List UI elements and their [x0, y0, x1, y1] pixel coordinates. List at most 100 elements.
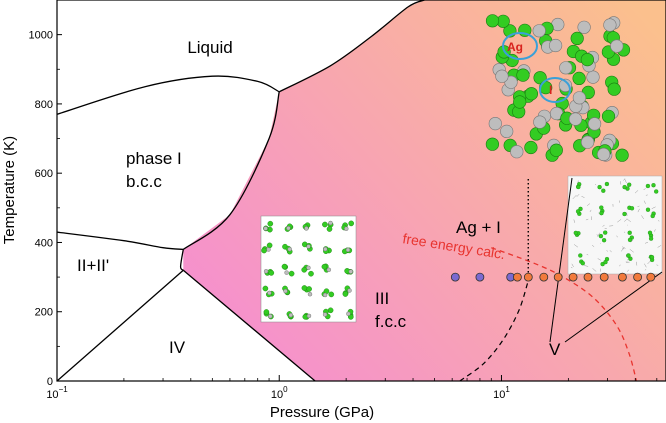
y-axis-label: Temperature (K)	[1, 136, 18, 244]
region-label-phase2: II+II'	[77, 256, 109, 275]
bond-line	[644, 269, 647, 271]
silver-atom	[344, 226, 349, 231]
bond-line	[629, 249, 634, 253]
silver-atom	[306, 244, 311, 249]
silver-atom	[345, 247, 351, 253]
bond-line	[643, 200, 646, 204]
iodine-atom	[604, 256, 610, 262]
iodine-atom	[627, 182, 632, 187]
silver-atom	[266, 247, 271, 252]
iodine-atom	[306, 286, 312, 292]
iodine-atom	[580, 261, 585, 266]
silver-atom	[306, 313, 312, 319]
iodine-atom	[578, 253, 583, 258]
data-point	[475, 272, 485, 282]
boundary-I-II	[57, 231, 184, 251]
silver-atom	[267, 290, 272, 296]
region-label-liquid: Liquid	[187, 38, 232, 57]
silver-atom	[610, 39, 624, 53]
iodine-atom	[649, 255, 655, 260]
boundary-liquid-superionic	[278, 0, 425, 93]
bond-line	[596, 234, 598, 236]
iodine-atom	[629, 206, 635, 211]
silver-atom	[577, 20, 591, 34]
y-tick-label: 200	[35, 307, 53, 319]
x-tick-label: 10−1	[46, 385, 68, 401]
ag-highlight-ring	[502, 32, 538, 60]
data-point	[553, 272, 563, 282]
silver-atom	[532, 24, 546, 38]
iodine-atom	[573, 230, 578, 236]
bond-line	[597, 232, 600, 237]
silver-atom	[548, 38, 563, 53]
bond-line	[648, 256, 650, 259]
iodine-atom	[301, 266, 308, 273]
iodine-atom	[648, 236, 654, 241]
liquid-snapshot-image: AgI	[485, 14, 631, 162]
silver-atom	[284, 270, 289, 275]
silver-atom	[306, 265, 311, 270]
silver-atom	[268, 314, 273, 319]
atom-label-i: I	[549, 83, 552, 97]
iodine-atom	[622, 211, 627, 217]
bond-line	[584, 265, 589, 267]
plot-frame	[56, 0, 666, 382]
iodine-atom	[626, 253, 631, 258]
iodine-atom	[604, 181, 610, 187]
silver-atom	[328, 220, 333, 226]
iodine-atom	[322, 221, 328, 228]
iodine-atom	[601, 238, 607, 243]
iodine-atom	[348, 220, 355, 227]
bond-line	[644, 263, 647, 268]
free-energy-curve	[491, 247, 638, 381]
bond-line	[581, 196, 585, 198]
x-axis-label: Pressure (GPa)	[270, 404, 374, 421]
iodine-atom	[599, 205, 604, 210]
iodine-atom	[598, 233, 604, 239]
iodine-atom	[485, 137, 500, 151]
phase-v-pointer-line	[564, 271, 663, 343]
iodine-atom	[261, 247, 267, 254]
iodine-atom	[321, 263, 328, 270]
silver-atom	[580, 135, 595, 149]
bond-line	[597, 258, 602, 261]
bond-line	[589, 209, 592, 213]
iodine-atom	[627, 237, 633, 243]
silver-atom	[322, 292, 328, 298]
iodine-atom	[627, 230, 632, 235]
iodine-atom	[533, 71, 547, 85]
bond-line	[586, 203, 591, 206]
bond-line	[654, 229, 656, 232]
silver-atom	[287, 246, 292, 252]
bond-line	[637, 208, 640, 213]
silver-atom	[495, 69, 509, 83]
iodine-atom	[570, 31, 584, 46]
silver-atom	[307, 292, 313, 297]
iodine-atom	[308, 270, 314, 277]
x-tick-label: 100	[271, 385, 288, 401]
bond-line	[586, 254, 589, 256]
bond-line	[617, 219, 622, 223]
iodine-atom	[524, 87, 539, 101]
region-label-phase1-name: phase I	[126, 149, 182, 168]
bond-line	[636, 261, 638, 266]
bond-line	[643, 188, 646, 191]
silver-atom	[568, 112, 583, 126]
bond-line	[641, 215, 644, 220]
iodine-atom	[615, 148, 629, 162]
iodine-atom	[575, 209, 581, 214]
annotation-curves	[459, 178, 638, 381]
data-point	[539, 272, 549, 282]
silver-atom	[326, 267, 331, 272]
bond-line	[594, 184, 597, 186]
data-point	[646, 272, 656, 282]
iodine-atom	[645, 207, 651, 212]
silver-atom	[603, 18, 617, 32]
y-tick-label: 0	[47, 376, 53, 388]
bond-line	[647, 260, 651, 265]
phase-v-snapshot-background	[567, 175, 663, 275]
bond-line	[620, 247, 624, 252]
silver-atom	[558, 78, 573, 92]
x-tick-label: 101	[493, 385, 510, 401]
bond-line	[585, 218, 589, 221]
